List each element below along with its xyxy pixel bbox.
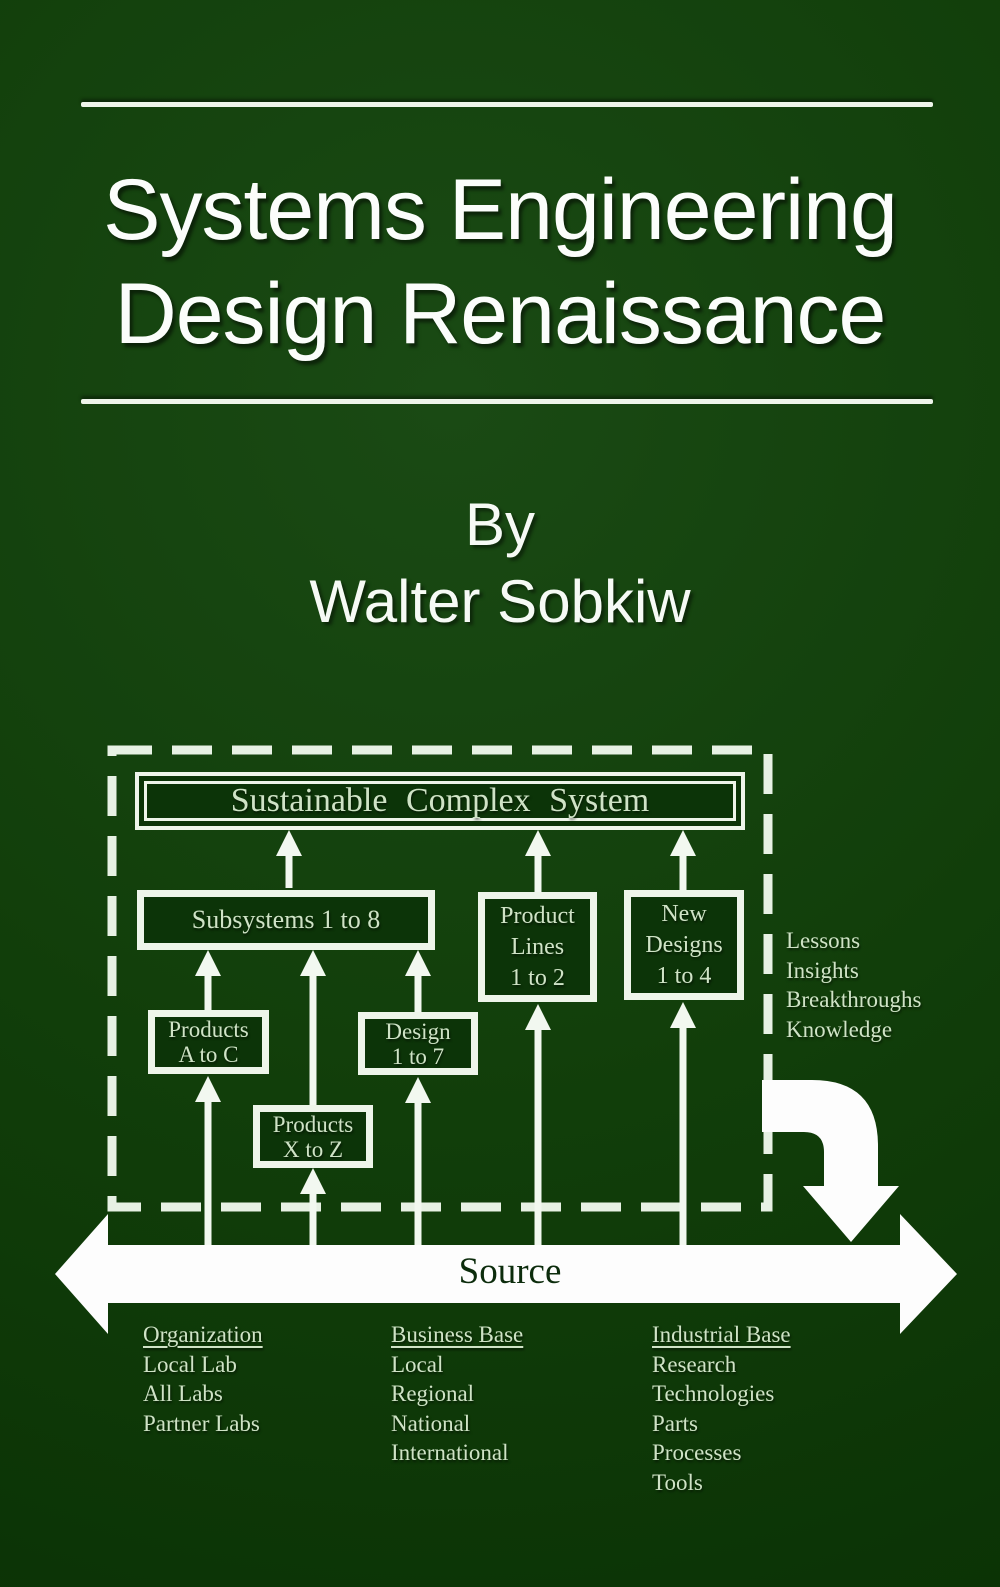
byline-by: By	[464, 491, 536, 558]
title-line-1: Systems Engineering	[103, 162, 898, 258]
box-product-lines-l3: 1 to 2	[510, 964, 565, 991]
footer-item: All Labs	[143, 1381, 223, 1406]
book-title: Systems Engineering Design Renaissance	[0, 158, 1000, 366]
author-name: Walter Sobkiw	[309, 568, 691, 635]
feedback-curved-arrow	[762, 1080, 899, 1242]
footer-item: Local	[391, 1351, 444, 1377]
footer-item: National	[391, 1410, 471, 1436]
box-products-xz-l1: Products	[272, 1111, 354, 1137]
box-subsystems-label: Subsystems 1 to 8	[191, 905, 381, 934]
footer-column-industrial-base: Industrial Base Research Technologies Pa…	[652, 1320, 882, 1497]
footer-item: Partner Labs	[143, 1410, 260, 1436]
box-sustainable-complex-system: Sustainable Complex System	[135, 772, 745, 830]
box-new-designs-l3: 1 to 4	[656, 962, 712, 989]
box-design-1-to-7: Design 1 to 7	[358, 1012, 478, 1075]
box-products-ac-l2: A to C	[178, 1042, 239, 1067]
box-new-designs-l2: Designs	[645, 931, 723, 958]
box-design-l2: 1 to 7	[391, 1043, 445, 1069]
footer-item: Processes	[652, 1440, 742, 1465]
title-underline-rule	[81, 399, 933, 404]
footer-header-business-base: Business Base	[391, 1322, 524, 1347]
footer-header-organization: Organization	[143, 1322, 263, 1347]
box-subsystems: Subsystems 1 to 8	[137, 890, 435, 950]
box-design-l1: Design	[385, 1018, 451, 1044]
footer-item: International	[391, 1440, 509, 1465]
box-product-lines: Product Lines 1 to 2	[478, 892, 597, 1002]
source-double-arrow	[55, 1214, 957, 1334]
output-knowledge: Knowledge	[786, 1016, 893, 1042]
box-product-lines-l2: Lines	[510, 933, 565, 960]
box-products-xz-l2: X to Z	[282, 1136, 344, 1162]
connector-arrowheads	[195, 830, 696, 1194]
box-products-ac-l1: Products	[168, 1017, 249, 1042]
byline-block: By Walter Sobkiw	[0, 486, 1000, 640]
box-products-a-to-c: Products A to C	[148, 1010, 269, 1074]
footer-column-organization: Organization Local Lab All Labs Partner …	[143, 1320, 373, 1438]
footer-item: Regional	[391, 1381, 475, 1406]
output-breakthroughs: Breakthroughs	[786, 987, 922, 1012]
output-insights: Insights	[786, 957, 859, 983]
footer-item: Research	[652, 1351, 737, 1377]
footer-column-business-base: Business Base Local Regional National In…	[391, 1320, 621, 1468]
output-lessons: Lessons	[786, 928, 861, 953]
box-sustainable-label: Sustainable Complex System	[230, 782, 650, 819]
footer-item: Technologies	[652, 1381, 775, 1406]
source-label: Source	[458, 1251, 562, 1292]
top-rule	[81, 102, 933, 107]
title-line-2: Design Renaissance	[114, 266, 887, 362]
footer-header-industrial-base: Industrial Base	[652, 1322, 791, 1347]
box-products-x-to-z: Products X to Z	[253, 1105, 373, 1168]
footer-item: Parts	[652, 1410, 698, 1436]
box-product-lines-l1: Product	[500, 902, 575, 929]
footer-item: Tools	[652, 1469, 703, 1495]
box-new-designs: New Designs 1 to 4	[624, 890, 744, 1000]
box-new-designs-l1: New	[661, 900, 707, 927]
dashed-boundary	[107, 745, 773, 1212]
connector-lines	[204, 854, 687, 1245]
footer-item: Local Lab	[143, 1351, 237, 1377]
outputs-list: Lessons Insights Breakthroughs Knowledge	[786, 926, 976, 1044]
